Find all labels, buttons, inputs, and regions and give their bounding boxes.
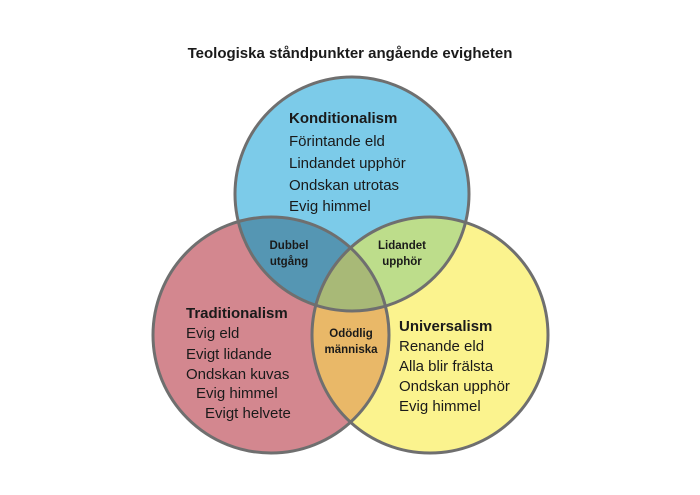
- traditionalism-item: Evig himmel: [196, 385, 278, 402]
- traditionalism-item: Evig eld: [186, 325, 239, 342]
- universalism-heading: Universalism: [399, 318, 492, 335]
- traditionalism-item: Ondskan kuvas: [186, 366, 289, 383]
- overlap-kond-trad-label: utgång: [270, 256, 308, 268]
- traditionalism-item: Evigt lidande: [186, 346, 272, 363]
- universalism-item: Alla blir frälsta: [399, 358, 494, 375]
- outline-konditionalism: [233, 75, 471, 313]
- traditionalism-heading: Traditionalism: [186, 305, 288, 322]
- outline-universalism: [310, 215, 550, 455]
- diagram-title: Teologiska ståndpunkter angående evighet…: [188, 45, 513, 62]
- overlap-kond-trad-label: Dubbel: [270, 240, 309, 252]
- traditionalism-item: Evigt helvete: [205, 405, 291, 422]
- konditionalism-item: Evig himmel: [289, 198, 371, 215]
- konditionalism-item: Förintande eld: [289, 133, 385, 150]
- konditionalism-item: Ondskan utrotas: [289, 177, 399, 194]
- universalism-item: Evig himmel: [399, 398, 481, 415]
- universalism-item: Renande eld: [399, 338, 484, 355]
- overlap-trad-univ-label: människa: [324, 344, 378, 356]
- universalism-item: Ondskan upphör: [399, 378, 510, 395]
- overlap-kond-univ-label: Lidandet: [378, 240, 426, 252]
- outline-traditionalism: [151, 215, 391, 455]
- konditionalism-heading: Konditionalism: [289, 110, 397, 127]
- konditionalism-item: Lindandet upphör: [289, 155, 406, 172]
- overlap-kond-univ-label: upphör: [382, 256, 422, 268]
- overlap-all: [312, 217, 389, 311]
- overlap-trad-univ-label: Odödlig: [329, 328, 372, 340]
